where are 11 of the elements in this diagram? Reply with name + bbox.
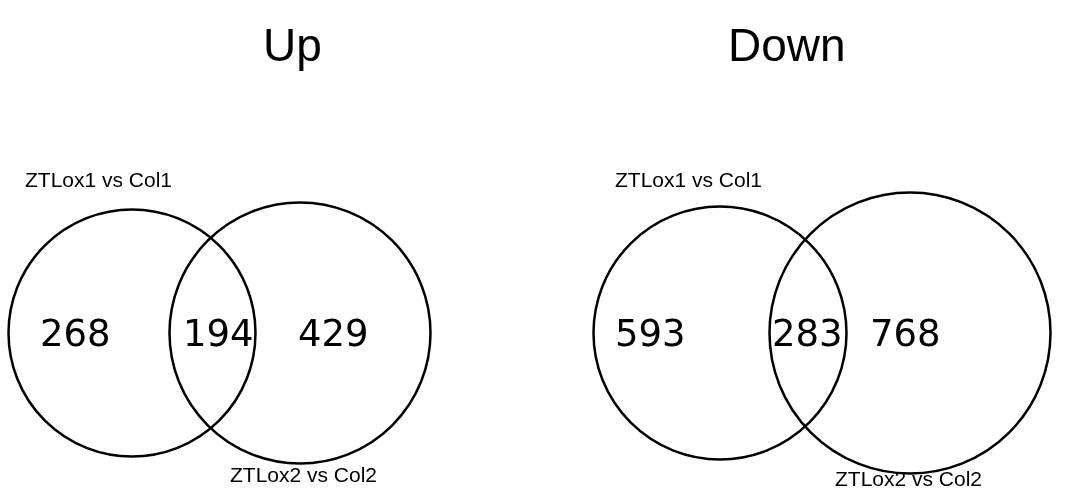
- count-label: 593: [615, 315, 686, 352]
- set-label: ZTLox1 vs Col1: [615, 168, 763, 192]
- set-label: ZTLox2 vs Col2: [230, 463, 378, 487]
- count-label: 429: [298, 315, 369, 352]
- count-label: 268: [40, 315, 111, 352]
- set-label: ZTLox1 vs Col1: [25, 168, 173, 192]
- count-label: 283: [772, 315, 843, 352]
- set-label: ZTLox2 vs Col2: [835, 467, 983, 491]
- count-label: 768: [870, 315, 941, 352]
- count-label: 194: [183, 315, 254, 352]
- panel-title: Down: [728, 22, 846, 68]
